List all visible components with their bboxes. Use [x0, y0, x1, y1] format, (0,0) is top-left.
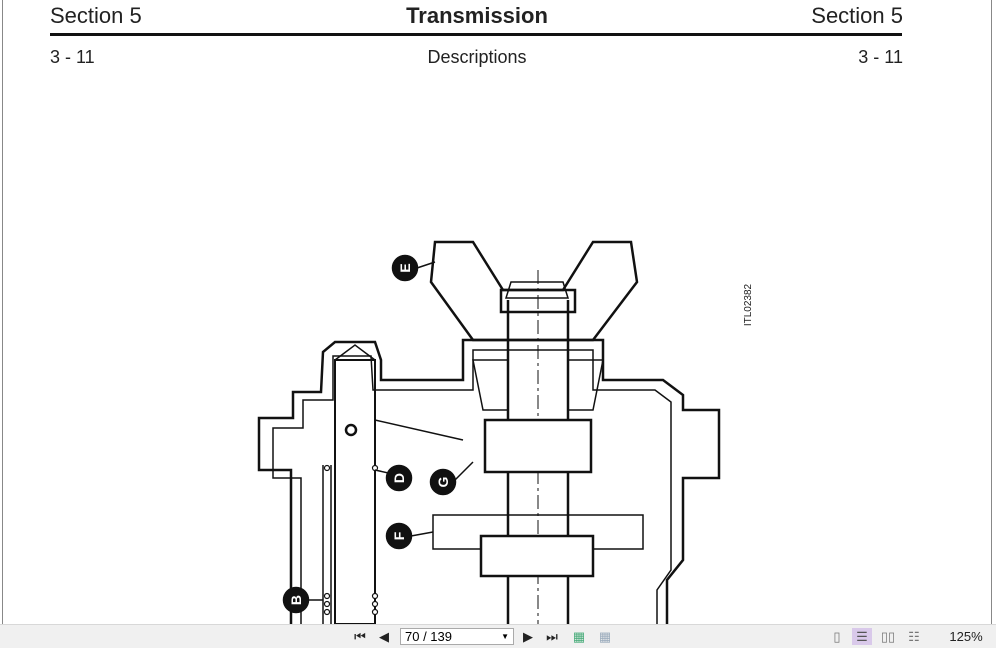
header-rule [50, 33, 902, 36]
callout-b: B [288, 595, 304, 605]
callout-g: G [435, 476, 451, 487]
transmission-diagram: E D G F B ITL02382 [257, 240, 754, 624]
last-page-icon[interactable]: ⏭ [546, 628, 558, 644]
callout-e: E [397, 263, 413, 272]
prev-page-icon[interactable]: ◀ [379, 628, 389, 644]
first-page-icon[interactable]: ⏮ [354, 628, 366, 644]
header-title: Transmission [406, 3, 548, 28]
callout-markers [282, 254, 474, 614]
page-number-right: 3 - 11 [858, 47, 903, 67]
fit-page-icon[interactable]: ▦ [572, 628, 586, 644]
next-page-icon[interactable]: ▶ [523, 628, 533, 644]
figure-id: ITL02382 [743, 283, 754, 326]
fit-width-icon[interactable]: ▦ [598, 628, 612, 644]
zoom-level[interactable]: 125% [949, 629, 983, 644]
chevron-down-icon[interactable]: ▼ [501, 632, 509, 641]
pdf-page: Section 5 Transmission Section 5 3 - 11 … [2, 0, 992, 624]
callout-f: F [391, 531, 407, 540]
single-page-icon[interactable]: ▯ [833, 628, 841, 644]
callout-d: D [391, 473, 407, 483]
viewer-toolbar: ⏮ ◀ 70 / 139 ▼ ▶ ⏭ ▦ ▦ ▯ ☰ ▯▯ ☷ 125% [0, 624, 996, 648]
page-number-value: 70 / 139 [405, 629, 452, 644]
header-right: Section 5 [811, 3, 903, 28]
page-number-left: 3 - 11 [50, 47, 95, 67]
page-number-input[interactable]: 70 / 139 ▼ [400, 628, 514, 645]
continuous-page-icon[interactable]: ☰ [852, 628, 872, 645]
two-page-icon[interactable]: ▯▯ [880, 628, 896, 644]
header-left: Section 5 [50, 3, 142, 28]
two-page-continuous-icon[interactable]: ☷ [908, 628, 920, 644]
section-subtitle: Descriptions [427, 47, 527, 67]
